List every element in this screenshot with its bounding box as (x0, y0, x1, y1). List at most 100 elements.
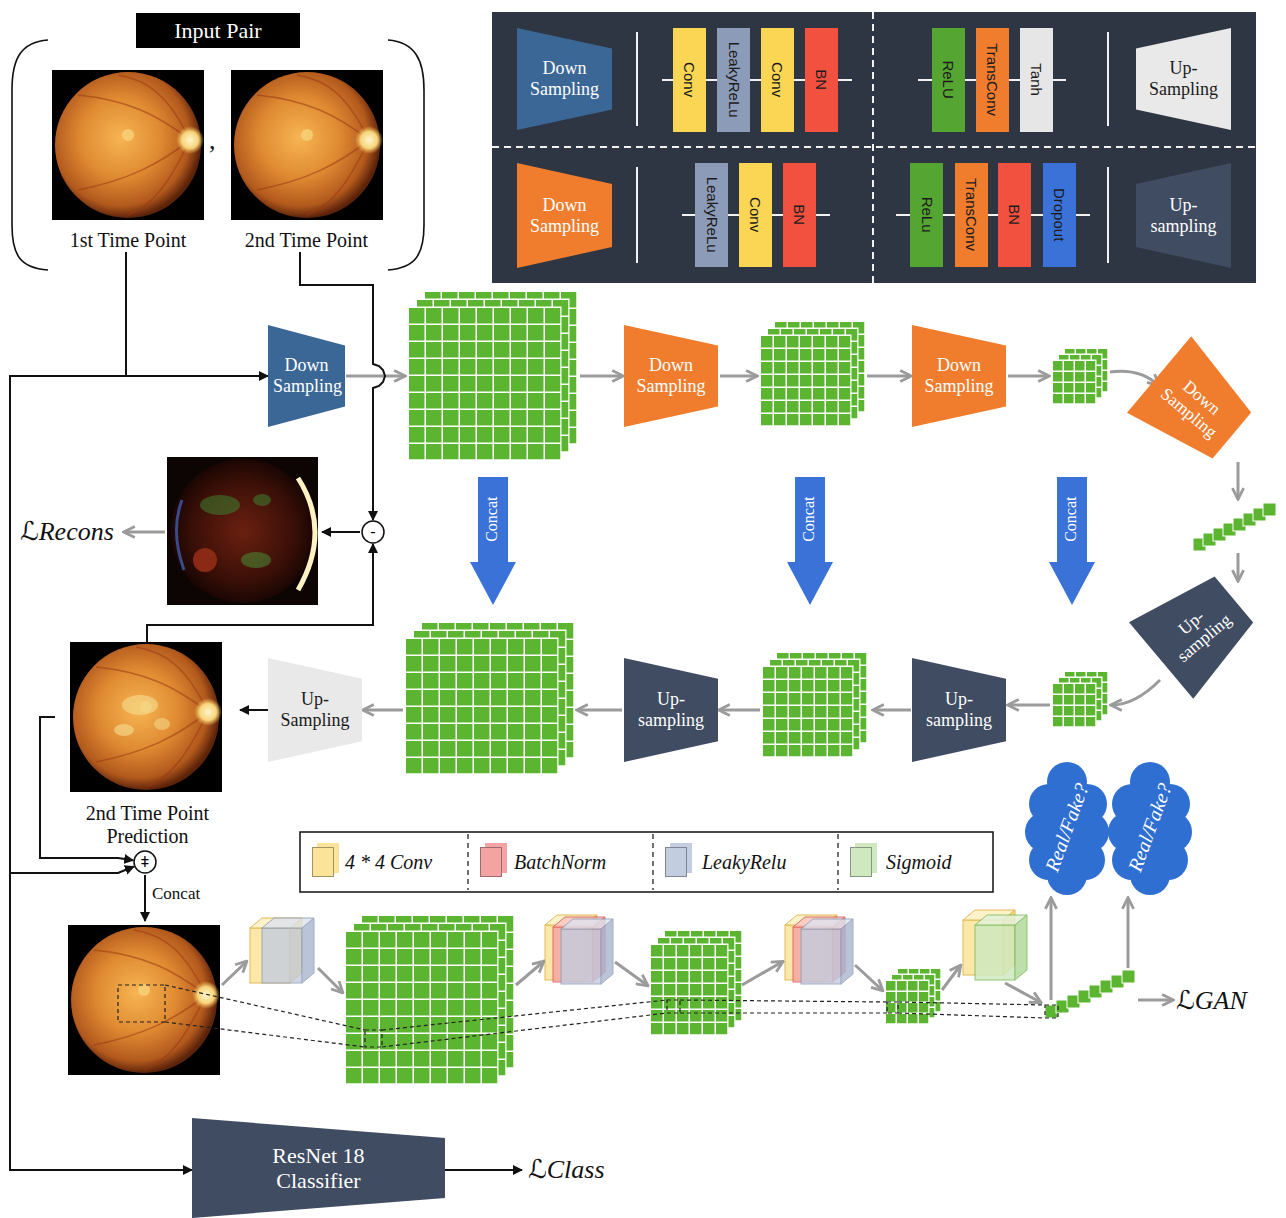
trapezoid-shape (624, 658, 718, 762)
node-label: Dropout (1051, 188, 1068, 241)
fundus-image: 2nd Time Point (225, 70, 388, 252)
title-tag: Input Pair (136, 13, 300, 48)
connector (126, 252, 268, 376)
cloud-shape (1108, 762, 1192, 895)
circle-shape (134, 851, 156, 873)
legend-swatch (850, 847, 872, 877)
layer-icon (250, 910, 1027, 984)
bottleneck-map (1193, 503, 1276, 551)
trapezoid-shape (912, 325, 1006, 427)
fundus-photo (70, 642, 222, 792)
node-label: Up-sampling (629, 689, 713, 730)
down-sampling-block: Down Sampling (1127, 336, 1264, 474)
trapezoid-shape (912, 658, 1006, 762)
up-sampling-block: Up-sampling (1136, 163, 1231, 268)
layer-block: Tanh (1020, 28, 1053, 132)
node-label: Conv (681, 62, 698, 97)
concat-arrow: Concat (787, 477, 833, 605)
down-sampling-block: Down Sampling (268, 325, 345, 427)
fundus-photo (52, 70, 204, 220)
node-label: Down Sampling (917, 355, 1001, 396)
legend-entry: LeakyRelu (665, 846, 786, 878)
classifier-block: ResNet 18 Classifier (192, 1118, 445, 1218)
node-label: Down Sampling (522, 58, 607, 99)
node-label: TransConv (984, 44, 1001, 117)
down-sampling-block: Down Sampling (624, 325, 718, 427)
concat-arrow: Concat (470, 477, 516, 605)
node-label: BN (791, 205, 808, 226)
legend-box (300, 832, 993, 892)
connector (10, 252, 134, 873)
node-label: Down Sampling (522, 195, 607, 236)
connector (240, 709, 268, 711)
trapezoid-shape (517, 28, 612, 130)
trapezoid-shape (517, 163, 612, 268)
node-label: - (370, 523, 375, 541)
node-label: 2nd Time Point (245, 229, 368, 252)
legend-divider (468, 834, 838, 890)
output-map (1045, 970, 1135, 1018)
node-label: ResNet 18 Classifier (249, 1143, 389, 1194)
real-fake-cloud: Real/Fake? (1025, 760, 1110, 895)
legend-entry: Sigmoid (850, 846, 952, 878)
layer-block: BN (783, 163, 816, 267)
feature-map (405, 291, 1108, 774)
concat-operator: ǂ (133, 850, 157, 874)
node-label: TransConv (963, 179, 980, 252)
layer-block: BN (805, 28, 838, 132)
node-label: 2nd Time Point Prediction (60, 802, 235, 848)
connector (10, 252, 192, 1170)
fundus-image: 1st Time Point (48, 70, 208, 252)
layer-block: ReLU (932, 28, 965, 132)
cloud-shape (1025, 762, 1109, 895)
trapezoid-shape (624, 325, 718, 427)
node-label: ReLu (918, 197, 935, 233)
legend-entry: BatchNorm (480, 846, 606, 878)
separator-comma: , (209, 126, 216, 156)
legend-entry: 4 * 4 Conv (312, 846, 432, 878)
layer-block: ReLu (910, 163, 943, 267)
panel-rule (637, 32, 1108, 263)
difference-image (167, 457, 318, 605)
legend-swatch (665, 847, 687, 877)
node-label: Up-Sampling (1141, 58, 1226, 99)
loss-label: ℒGAN (1176, 985, 1247, 1016)
legend-panel (492, 12, 1256, 283)
feature-map (345, 915, 941, 1084)
node-label: ReLU (940, 61, 957, 99)
connector (147, 544, 373, 643)
down-sampling-block: Down Sampling (517, 163, 612, 268)
flow-arrow (125, 371, 1238, 710)
arrow-shape (1049, 477, 1095, 605)
fundus-photo (68, 925, 220, 1075)
legend-label: 4 * 4 Conv (345, 851, 432, 874)
node-label: BN (813, 70, 830, 91)
lesion-patches (114, 695, 170, 736)
layer-block: TransConv (976, 28, 1009, 132)
layer-block: Dropout (1043, 163, 1076, 267)
panel-divider (492, 12, 1256, 283)
node-label: Concat (1063, 497, 1081, 542)
loss-label: ℒClass (528, 1154, 605, 1185)
down-sampling-block: Down Sampling (912, 325, 1006, 427)
concat-arrow: Concat (1049, 477, 1095, 605)
trapezoid-shape (1136, 163, 1231, 268)
node-label: ǂ (141, 853, 150, 870)
trapezoid-shape (1129, 561, 1266, 699)
operation-label: Concat (152, 884, 200, 904)
node-label: Concat (801, 497, 819, 542)
node-label: Up-sampling (917, 689, 1001, 730)
legend-swatch (480, 847, 502, 877)
prediction-image: 2nd Time Point Prediction (55, 643, 240, 848)
fundus-photo (231, 70, 383, 220)
layer-block: TransConv (955, 163, 988, 267)
legend-label: Sigmoid (886, 851, 952, 874)
up-sampling-block: Up-Sampling (1136, 28, 1231, 130)
up-sampling-block: Up-sampling (1129, 561, 1266, 699)
trapezoid-shape (268, 325, 345, 427)
layer-block: BN (998, 163, 1031, 267)
receptive-field (118, 985, 1058, 1047)
